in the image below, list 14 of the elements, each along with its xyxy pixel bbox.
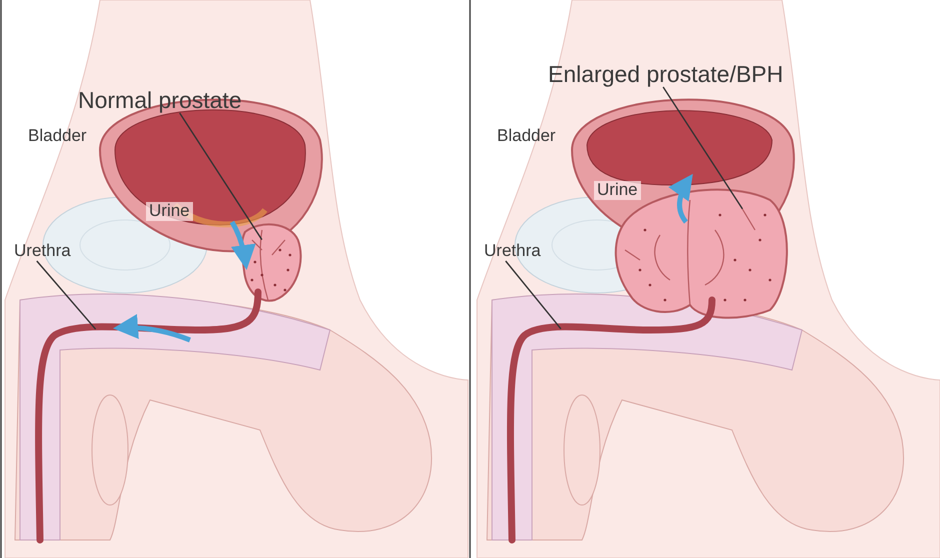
urethra-tube [35,288,262,544]
leader-line [505,260,562,330]
prostate-gland [240,223,302,302]
title-label: Normal prostate [78,88,242,114]
part-label: Urine [594,181,641,200]
part-label: Bladder [28,127,87,146]
part-label: Urine [146,202,193,221]
urethra-tube [506,296,716,544]
title-label: Enlarged prostate/BPH [548,62,784,88]
leader-line [36,260,96,330]
part-label: Bladder [497,127,556,146]
leader-line [179,112,262,240]
part-label: Urethra [484,242,541,261]
part-label: Urethra [14,242,71,261]
